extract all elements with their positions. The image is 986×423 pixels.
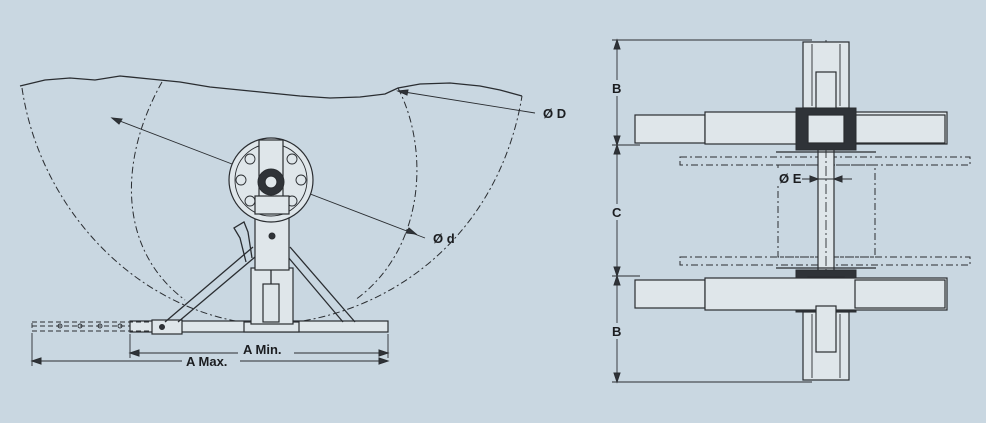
pin-hole-3: [97, 323, 103, 329]
hub-hole-3: [295, 174, 307, 186]
a-min-label-bg: [238, 342, 294, 358]
brace-right-outer: [289, 246, 356, 323]
hub-bracket: [254, 195, 290, 215]
brace-left-outer: [164, 246, 254, 323]
extension-beam: [31, 321, 155, 332]
bcb-arrow-6: [613, 372, 621, 384]
a-min-arrow-right: [378, 349, 390, 357]
pin-hole-1: [57, 323, 63, 329]
bcb-arrow-3: [613, 143, 621, 155]
spindle-bore: [264, 175, 278, 189]
bottom-stand-jack: [815, 305, 837, 353]
reel-outer-arc: [21, 87, 523, 326]
hub-hole-2: [286, 153, 298, 165]
a-min-arrow-left: [128, 349, 140, 357]
a-max-arrow-right: [378, 357, 390, 365]
lock-plate: [151, 319, 183, 335]
bcb-arrow-1: [613, 38, 621, 50]
bottom-base-left: [634, 279, 706, 309]
diameter-d-leader: [397, 90, 536, 114]
b-top-label: B: [612, 81, 621, 96]
bottom-base-right: [854, 279, 946, 309]
lock-pin: [159, 324, 165, 330]
pin-hole-2: [77, 323, 83, 329]
bcb-arrow-5: [613, 274, 621, 286]
spindle-diameter-label: Ø E: [779, 171, 802, 186]
a-max-label-bg: [182, 356, 240, 370]
c-label-bg: [610, 204, 624, 220]
pin-hole-4: [117, 323, 123, 329]
reel-outline-top: [19, 75, 523, 99]
diameter-d-arrow: [396, 89, 409, 96]
brace-left-inner: [177, 256, 256, 323]
brace-right-inner: [287, 256, 344, 323]
c-label: C: [612, 205, 622, 220]
b-bottom-label-bg: [610, 323, 624, 339]
reel-inner-arc-left: [131, 81, 186, 301]
diameter-small-arrow-start: [110, 117, 123, 125]
plan-view: B C B Ø E: [610, 38, 971, 384]
top-base-left: [634, 114, 706, 144]
bcb-arrow-4: [613, 266, 621, 278]
side-elevation-view: A Min. A Max. Ø D Ø d: [19, 75, 566, 370]
reel-inner-arc-right: [354, 87, 418, 301]
hub-hole-6: [235, 174, 247, 186]
hub-hole-7: [244, 153, 256, 165]
top-hub-core: [807, 114, 845, 144]
outer-diameter-label: Ø D: [543, 106, 566, 121]
bcb-arrow-2: [613, 135, 621, 147]
e-arrow-left: [809, 175, 820, 183]
a-max-arrow-left: [30, 357, 42, 365]
b-top-label-bg: [610, 80, 624, 96]
e-arrow-right: [832, 175, 843, 183]
a-min-label: A Min.: [243, 342, 282, 357]
e-label-bg: [776, 171, 802, 186]
diameter-small-arrow-end: [405, 227, 418, 235]
jack-cylinder: [262, 283, 280, 323]
column-bolt: [268, 232, 276, 240]
jack-handle: [233, 221, 253, 263]
top-base-right: [854, 114, 946, 144]
inner-diameter-label: Ø d: [433, 231, 455, 246]
a-max-label: A Max.: [186, 354, 227, 369]
b-bottom-label: B: [612, 324, 621, 339]
